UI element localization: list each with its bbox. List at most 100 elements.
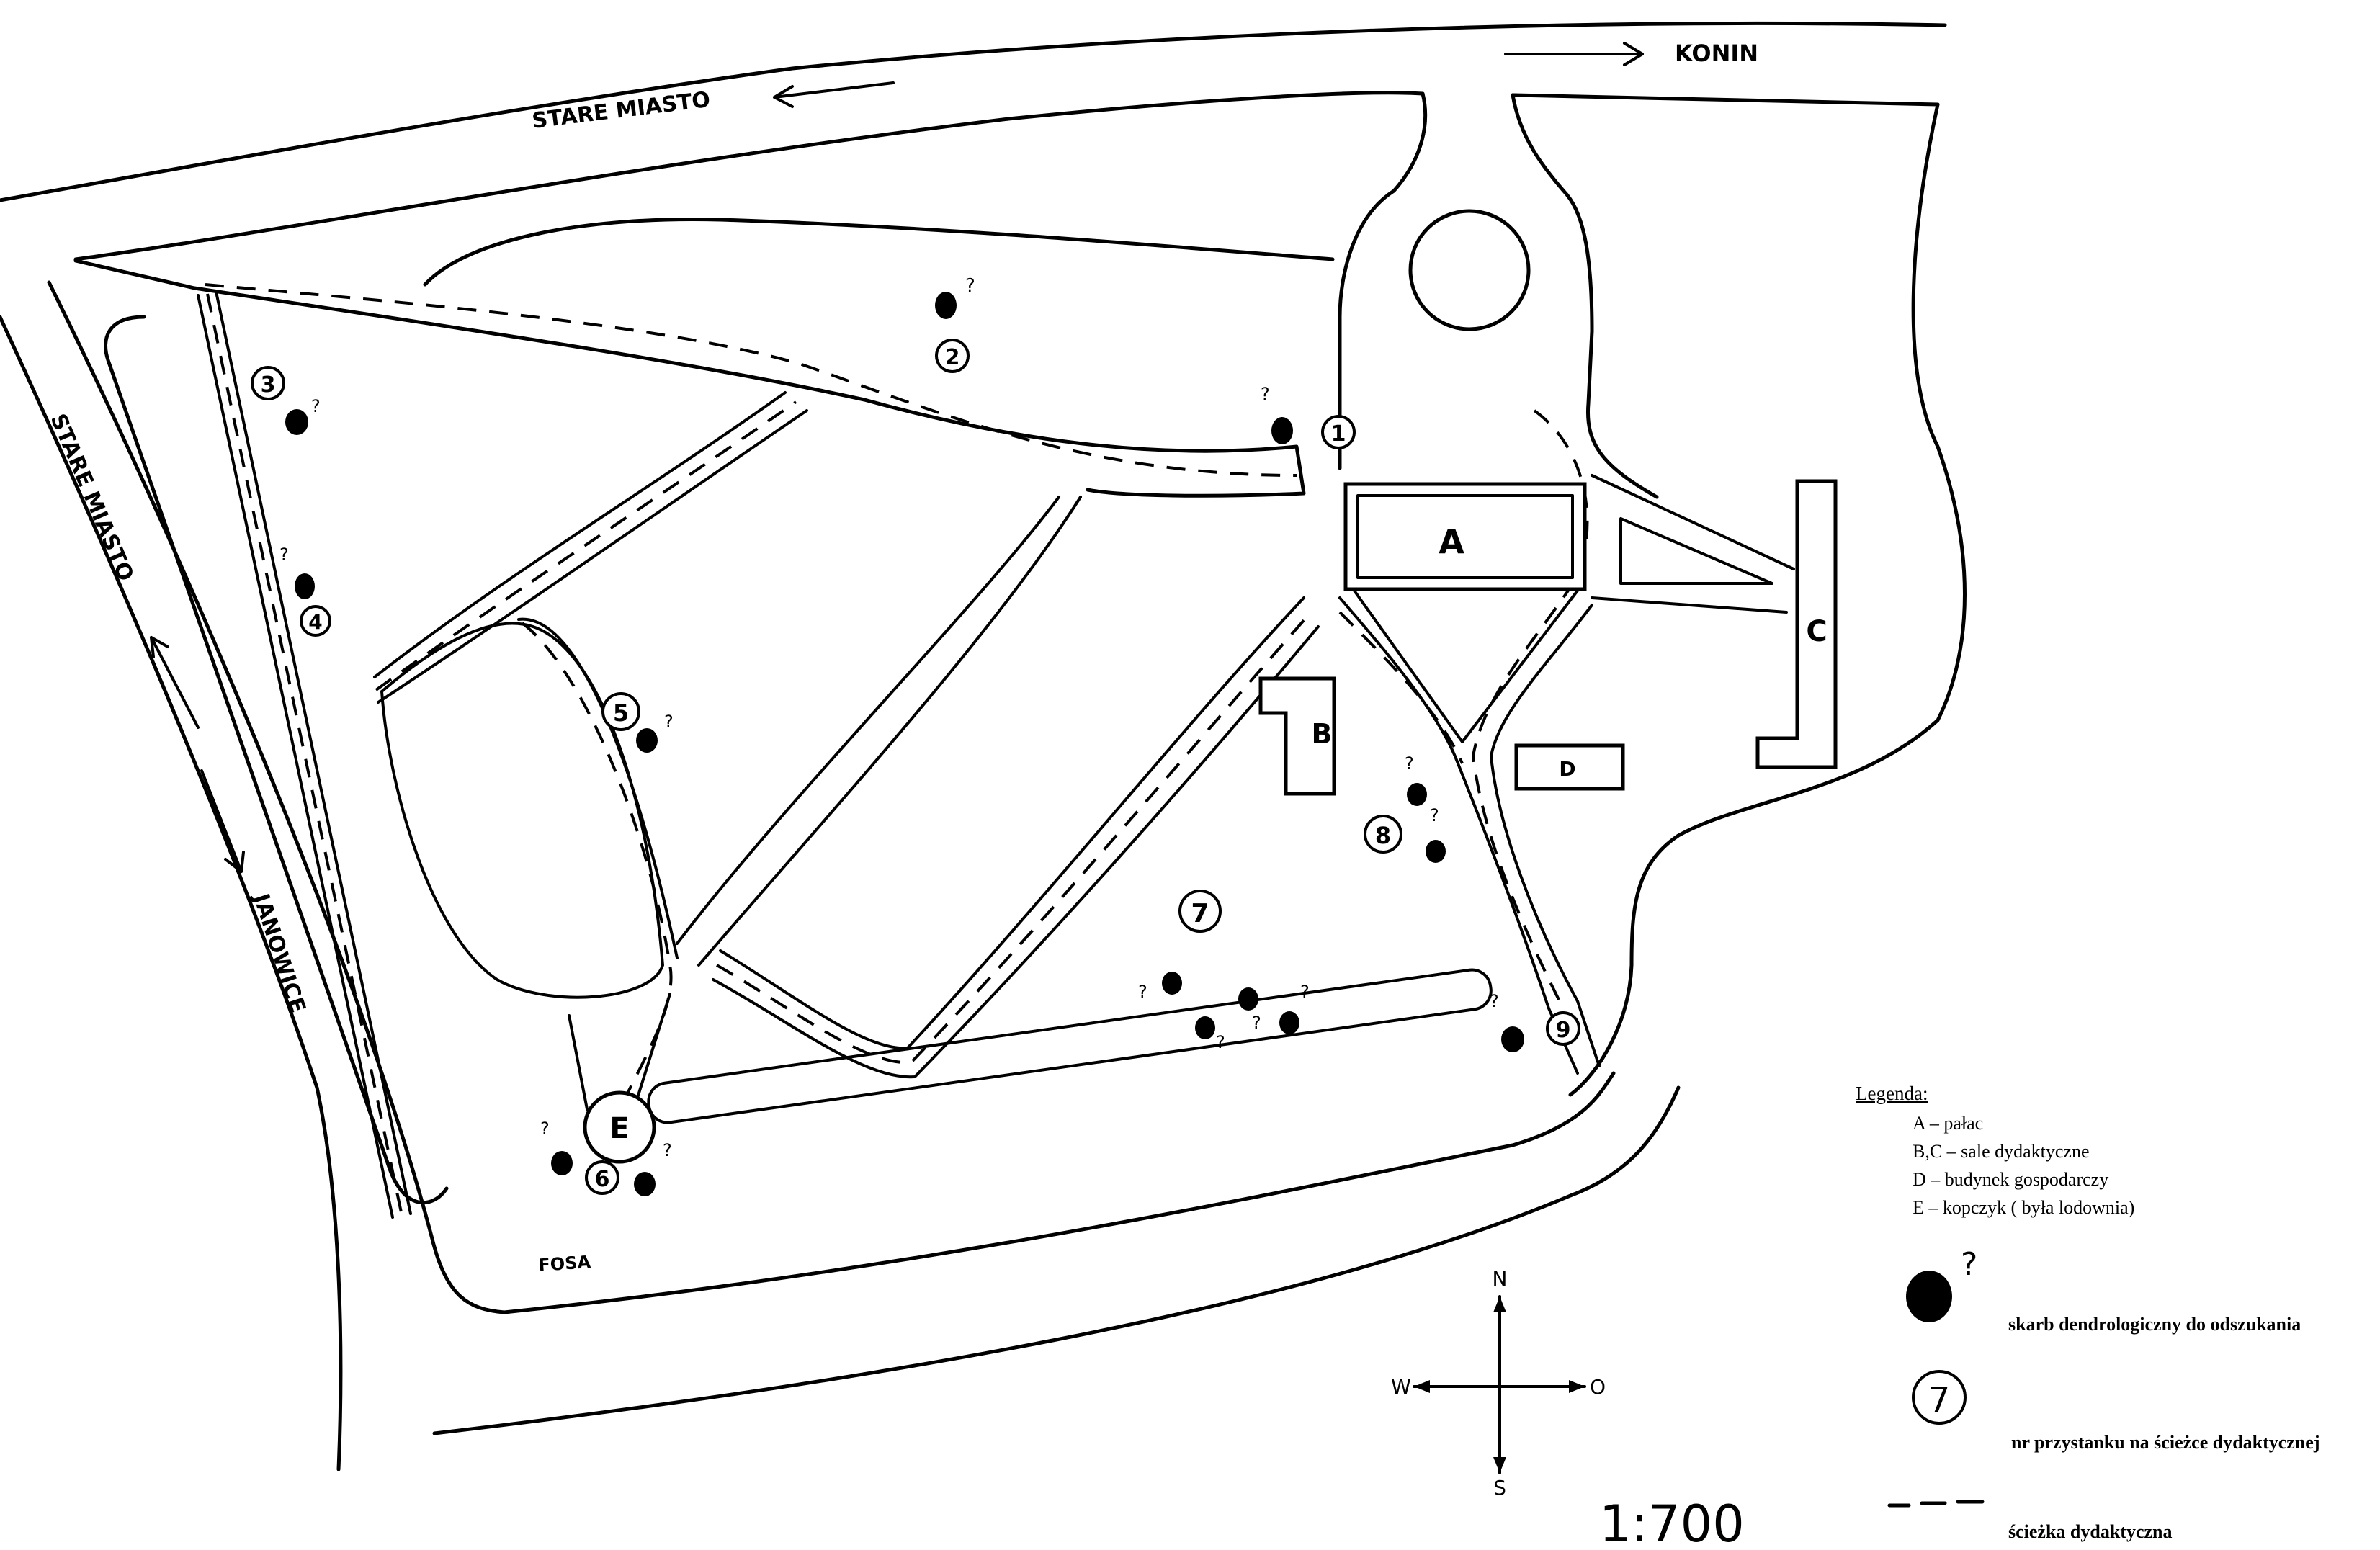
svg-text:?: ?: [1300, 982, 1310, 1002]
road-label-janowice: JANOWICE: [248, 890, 310, 1016]
mid-diagonal-edge-1: [676, 496, 1060, 945]
treasure-marker: ?: [1490, 991, 1524, 1052]
treasure-marker: ?: [540, 1119, 573, 1175]
west-promenade-edge-1: [197, 294, 394, 1219]
moat-outline: [647, 968, 1493, 1124]
south-diagonal-edge-2: [712, 625, 1320, 1079]
legend-item-bc: B,C – sale dydaktyczne: [1912, 1141, 2090, 1162]
legend-item-e: E – kopczyk ( była lodownia): [1912, 1197, 2134, 1218]
legend-title: Legenda:: [1856, 1083, 1928, 1104]
treasure-marker: ?: [279, 545, 315, 599]
north-diagonal-edge-2: [377, 409, 808, 704]
inner-alley: [104, 315, 449, 1205]
svg-text:?: ?: [1430, 805, 1439, 825]
label-a: A: [1439, 522, 1464, 561]
stop-3: 3: [251, 366, 285, 400]
south-road-edge: [432, 1085, 1681, 1435]
park-boundary: [73, 91, 1659, 499]
treasure-marker: ?: [1195, 1016, 1225, 1052]
svg-text:3: 3: [261, 372, 276, 398]
building-letters: A B C D E: [609, 522, 1827, 1145]
road-label-konin: KONIN: [1675, 40, 1758, 67]
stop-4: 4: [300, 605, 331, 637]
svg-text:?: ?: [311, 396, 321, 416]
treasure-marker: ?: [285, 396, 321, 435]
svg-text:?: ?: [664, 712, 674, 732]
palace-south-path-2: [1490, 604, 1601, 1067]
stops: 1 2 3 4 5 6 7 8: [251, 339, 1580, 1195]
svg-text:4: 4: [308, 610, 322, 634]
trail-north-diagonal: [375, 400, 797, 691]
compass-arrow-s: [1493, 1457, 1506, 1473]
legend-treasure-desc: skarb dendrologiczny do odszukania: [2008, 1314, 2301, 1335]
arrow-east-top: [1504, 42, 1644, 66]
legend-stop-number: 7: [1928, 1380, 1951, 1420]
north-diagonal-edge-1: [373, 391, 787, 678]
compass-e: O: [1590, 1375, 1606, 1399]
svg-text:9: 9: [1556, 1018, 1571, 1043]
legend-item-a: A – pałac: [1912, 1113, 1983, 1134]
palace-driveway-east: [1511, 93, 1659, 499]
palace-terrace: [1353, 589, 1579, 743]
treasure-marker: ?: [1279, 982, 1310, 1034]
svg-text:5: 5: [613, 699, 629, 727]
treasure-marker: ?: [1426, 805, 1446, 863]
driveway-roundabout: [1408, 209, 1531, 331]
treasure-marker: ?: [935, 275, 975, 319]
stop-1: 1: [1321, 415, 1356, 449]
treasure-marker: ?: [1261, 384, 1293, 444]
svg-text:?: ?: [1261, 384, 1270, 404]
stop-7: 7: [1178, 890, 1222, 933]
label-c: C: [1806, 615, 1827, 648]
palace-driveway-west: [1338, 91, 1428, 470]
legend: Legenda: A – pałac B,C – sale dydaktyczn…: [1856, 1083, 2320, 1542]
svg-text:8: 8: [1375, 822, 1391, 849]
legend-stop-desc: nr przystanku na ścieżce dydaktycznej: [2011, 1432, 2320, 1453]
trail-palace-south: [1338, 611, 1464, 764]
top-road-east-inner-edge: [1511, 93, 1940, 107]
building-a-palace: [1343, 482, 1587, 591]
compass-s: S: [1493, 1476, 1506, 1500]
stop-5: 5: [601, 692, 640, 731]
mid-diagonal-edge-2: [697, 496, 1082, 967]
treasure-marker: ?: [1138, 972, 1182, 1002]
building-d: [1514, 743, 1625, 791]
scale-label: 1:700: [1599, 1495, 1745, 1550]
treasure-marker: ?: [1405, 753, 1427, 806]
label-d: D: [1559, 757, 1575, 781]
loop-edge-inner: [517, 617, 679, 959]
stop-6: 6: [585, 1160, 619, 1195]
svg-text:?: ?: [1252, 1013, 1261, 1033]
north-lawn-edge: [423, 218, 1335, 287]
west-promenade-edge-2: [215, 290, 412, 1215]
svg-text:7: 7: [1191, 899, 1209, 928]
svg-text:?: ?: [965, 275, 975, 297]
park-boundary-line: [73, 259, 1306, 498]
svg-text:?: ?: [1490, 991, 1499, 1011]
left-road-outer-edge: [0, 315, 343, 1471]
compass-n: N: [1493, 1267, 1508, 1291]
treasure-marker: ?: [1238, 987, 1261, 1033]
label-e: E: [609, 1112, 629, 1145]
legend-treasure-marker: ?: [1961, 1246, 1977, 1283]
legend-treasure-dot: [1906, 1271, 1952, 1322]
svg-text:?: ?: [1405, 753, 1414, 774]
outer-roads: [0, 22, 1967, 1471]
legend-path-dashes: [1887, 1500, 1985, 1508]
compass-w: W: [1391, 1375, 1411, 1399]
arrow-west-top: [773, 81, 895, 108]
building-a-inner: [1356, 494, 1574, 579]
stop-9: 9: [1546, 1011, 1580, 1046]
building-c: [1755, 479, 1838, 769]
svg-text:?: ?: [1138, 982, 1148, 1002]
svg-text:?: ?: [1216, 1032, 1225, 1052]
compass: N S W O: [1391, 1267, 1606, 1500]
connector-to-c-2: [1591, 474, 1795, 570]
label-b: B: [1312, 718, 1333, 750]
building-b: [1258, 676, 1336, 796]
treasure-marker: ?: [634, 1140, 672, 1196]
stop-8: 8: [1364, 815, 1402, 854]
svg-text:6: 6: [595, 1167, 610, 1192]
left-road-inner-edge: [47, 280, 1616, 1314]
mound-path-left: [568, 1014, 589, 1111]
